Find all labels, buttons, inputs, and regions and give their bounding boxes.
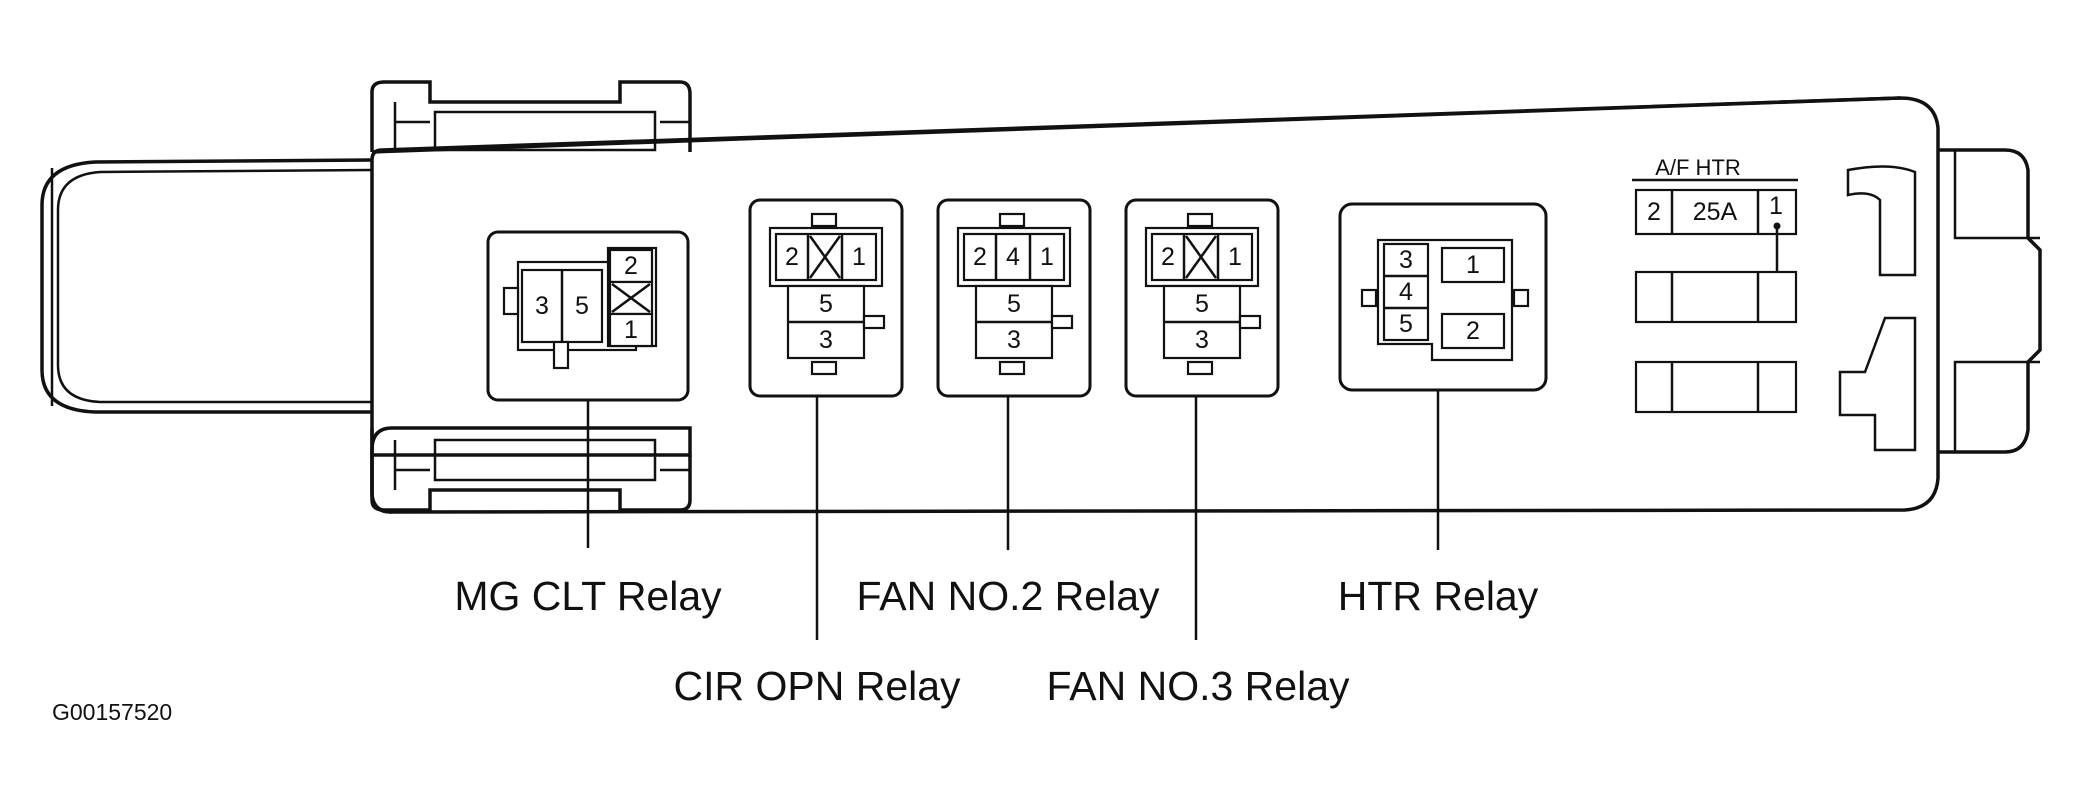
cir-opn-relay: 2 1 5 3 — [748, 198, 904, 398]
htr-relay: 3 4 5 1 2 — [1338, 202, 1548, 392]
fuse-terminal-right: 1 — [1769, 192, 1783, 220]
fuse-rating: 25A — [1693, 198, 1738, 226]
fan-no3-pin-5: 5 — [1195, 290, 1209, 318]
fuse-title: A/F HTR — [1655, 155, 1741, 180]
fan-no3-pin-3: 3 — [1195, 326, 1209, 354]
cir-opn-pin-2: 2 — [785, 243, 799, 271]
label-htr-relay: HTR Relay — [1338, 573, 1539, 619]
mg-clt-pin-1: 1 — [624, 316, 638, 344]
mg-clt-pin-5: 5 — [575, 292, 589, 320]
fan-no2-pin-5: 5 — [1007, 290, 1021, 318]
fan-no2-pin-4: 4 — [1006, 243, 1020, 271]
htr-pin-2: 2 — [1466, 317, 1480, 345]
label-fan-no2-relay: FAN NO.2 Relay — [856, 573, 1160, 619]
label-mg-clt-relay: MG CLT Relay — [454, 573, 722, 619]
htr-pin-1: 1 — [1466, 251, 1480, 279]
cir-opn-pin-3: 3 — [819, 326, 833, 354]
fan-no2-pin-3: 3 — [1007, 326, 1021, 354]
fan-no3-relay: 2 1 5 3 — [1124, 198, 1280, 398]
fuse-slot-empty-2 — [1634, 360, 1798, 414]
htr-pin-3: 3 — [1399, 246, 1413, 274]
fuse-box-housing — [40, 80, 2042, 514]
cir-opn-pin-5: 5 — [819, 290, 833, 318]
fan-no3-pin-1: 1 — [1228, 243, 1242, 271]
cir-opn-pin-1: 1 — [852, 243, 866, 271]
figure-code: G00157520 — [52, 699, 172, 725]
label-cir-opn-relay: CIR OPN Relay — [673, 663, 961, 709]
fan-no2-relay: 2 4 1 5 3 — [936, 198, 1092, 398]
fuse-terminal-left: 2 — [1647, 198, 1661, 226]
af-htr-fuse: A/F HTR 2 25A 1 — [1632, 155, 1798, 414]
mg-clt-relay: 3 5 2 1 — [486, 230, 690, 402]
fan-no2-pin-1: 1 — [1040, 243, 1054, 271]
label-fan-no3-relay: FAN NO.3 Relay — [1046, 663, 1350, 709]
leader-lines — [586, 390, 1440, 640]
htr-pin-5: 5 — [1399, 310, 1413, 338]
htr-pin-4: 4 — [1399, 278, 1413, 306]
fan-no3-pin-2: 2 — [1161, 243, 1175, 271]
mg-clt-pin-3: 3 — [535, 292, 549, 320]
fan-no2-pin-2: 2 — [973, 243, 987, 271]
fuse-slot-empty-1 — [1634, 270, 1798, 324]
mg-clt-pin-2: 2 — [624, 252, 638, 280]
